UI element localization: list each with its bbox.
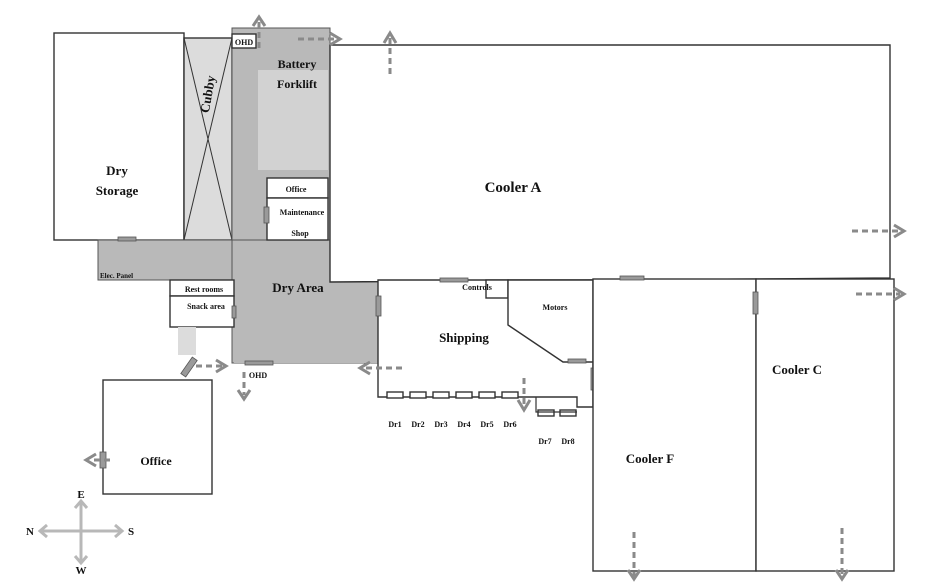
dock-label-1: Dr1	[388, 420, 401, 429]
office-main-room	[102, 379, 213, 495]
dock-door-7	[537, 409, 555, 417]
dock-door-1	[386, 391, 404, 399]
office-small-label: Office	[286, 185, 307, 194]
dock-label-7: Dr7	[538, 437, 551, 446]
dock-door-8	[559, 409, 577, 417]
dry-area-label: Dry Area	[272, 280, 324, 295]
dry-storage-label-1: Dry	[106, 163, 128, 178]
dock-door-5	[478, 391, 496, 399]
cubby-cross-2	[183, 37, 233, 241]
rest-rooms-label: Rest rooms	[185, 285, 223, 294]
ohd-bottom-door	[244, 360, 274, 366]
shipping-door	[375, 295, 382, 317]
elec-panel-label: Elec. Panel	[100, 272, 133, 280]
forklift-label: Forklift	[277, 77, 317, 91]
dock-door-2	[409, 391, 427, 399]
controls-label: Controls	[462, 283, 492, 292]
dock-label-5: Dr5	[480, 420, 493, 429]
compass-north-label: N	[26, 526, 34, 538]
snack-door	[231, 305, 237, 319]
compass-west-label: W	[76, 565, 87, 577]
ohd-top-box	[231, 33, 257, 49]
dock-label-4: Dr4	[457, 420, 470, 429]
battery-label: Battery	[278, 57, 317, 71]
motors-door	[567, 358, 587, 364]
dock-door-3	[432, 391, 450, 399]
maintenance-label: Maintenance	[280, 208, 325, 217]
exit-arrows	[83, 14, 907, 582]
compass-east-label: E	[77, 489, 84, 501]
cooler-f-label: Cooler F	[626, 451, 675, 466]
motors-label: Motors	[543, 303, 568, 312]
cooler-c-door	[752, 291, 759, 315]
maintenance-door	[263, 206, 270, 224]
cooler-c-room	[755, 278, 895, 572]
compass: N S E W	[26, 489, 134, 577]
ohd-bottom-label: OHD	[249, 371, 267, 380]
dry-storage-room	[53, 32, 185, 241]
office-walkway-door	[180, 356, 198, 378]
maintenance-shop-room	[266, 197, 329, 241]
compass-south-label: S	[128, 526, 134, 538]
dock-label-2: Dr2	[411, 420, 424, 429]
dry-storage-door	[117, 236, 137, 242]
snack-area-room	[169, 295, 235, 328]
office-main-label: Office	[140, 454, 172, 468]
battery-forklift-light	[258, 70, 328, 170]
cubby-label: Cubby	[197, 74, 218, 114]
dock-door-6	[501, 391, 519, 399]
dry-storage-label-2: Storage	[96, 183, 139, 198]
shipping-label: Shipping	[439, 330, 489, 345]
dock-label-3: Dr3	[434, 420, 447, 429]
dry-area-fill	[234, 280, 378, 363]
cooler-a-door	[439, 277, 469, 283]
dock-label-6: Dr6	[503, 420, 516, 429]
dock-label-8: Dr8	[561, 437, 574, 446]
ohd-top-label: OHD	[235, 38, 253, 47]
cooler-a-label: Cooler A	[485, 180, 542, 196]
cooler-c-label: Cooler C	[772, 362, 822, 377]
cooler-a-room	[329, 44, 891, 283]
shop-label: Shop	[291, 229, 309, 238]
cooler-f-room	[592, 278, 757, 572]
snack-area-label: Snack area	[187, 302, 225, 311]
cooler-a-f-door	[619, 275, 645, 281]
snack-walkway	[178, 327, 196, 355]
dock-door-4	[455, 391, 473, 399]
